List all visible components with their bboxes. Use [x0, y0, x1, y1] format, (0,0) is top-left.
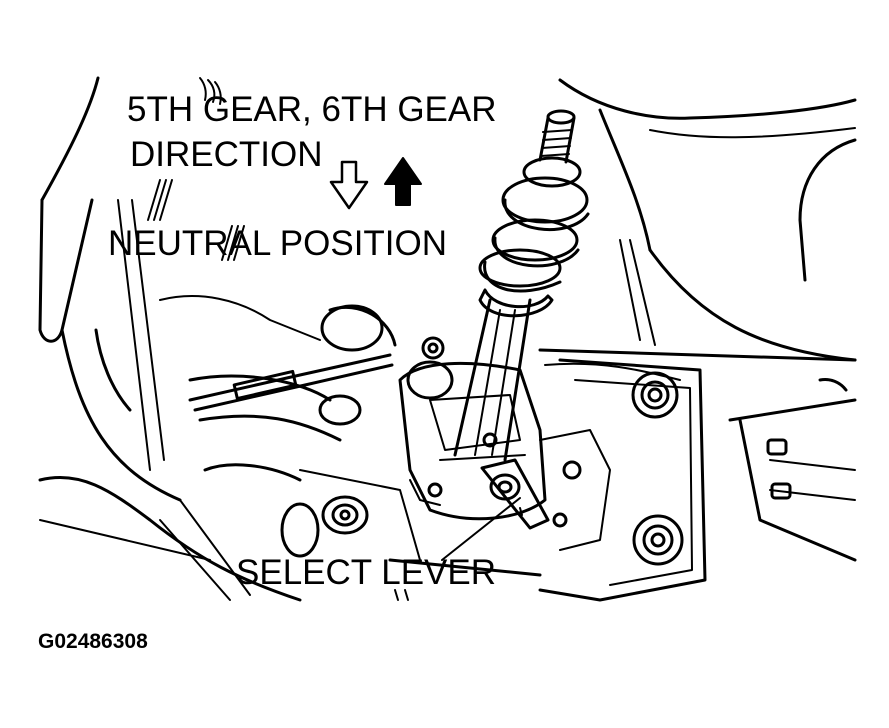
arrow-up-solid-icon: [384, 157, 422, 206]
right-console-panel: [538, 78, 857, 562]
gear-direction-label-line2: DIRECTION: [130, 135, 323, 174]
select-lever: [480, 458, 550, 530]
neutral-position-label: NEUTRAL POSITION: [108, 224, 448, 263]
select-lever-leader-line: [441, 497, 521, 561]
hatch-marks: [147, 77, 245, 261]
lever-housing: [398, 360, 547, 521]
shift-lever: [453, 109, 590, 462]
gear-direction-label-line1: 5TH GEAR, 6TH GEAR: [127, 90, 497, 129]
shift-cable: [159, 295, 445, 412]
shift-bracket-plate: [538, 358, 707, 602]
arrow-down-outline-icon: [329, 160, 369, 210]
select-lever-label: SELECT LEVER: [236, 553, 497, 592]
lower-mount-bracket: [188, 374, 542, 601]
left-body-panel: [38, 76, 302, 602]
figure-id-label: G02486308: [38, 630, 148, 653]
